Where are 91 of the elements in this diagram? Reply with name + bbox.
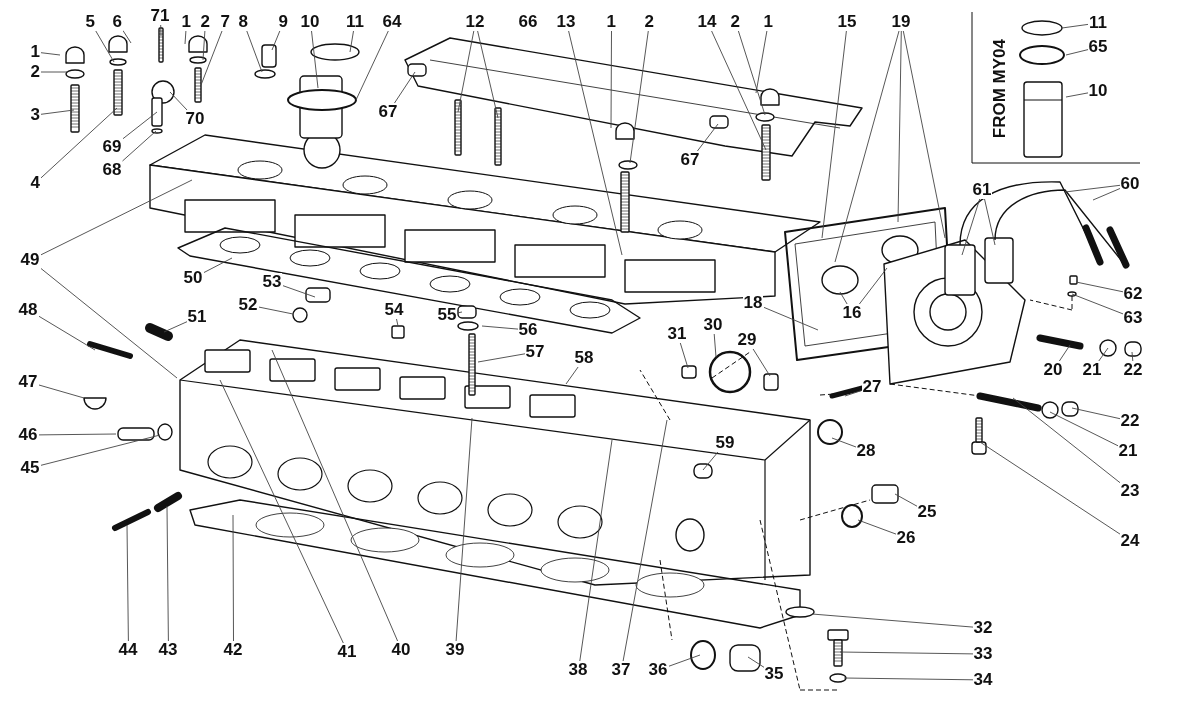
leader-line — [38, 384, 85, 399]
leader-line — [40, 434, 161, 466]
leader-line — [38, 433, 117, 436]
leader-line — [1061, 23, 1089, 29]
leader-line — [282, 285, 316, 298]
leader-line — [477, 30, 499, 119]
leader-line — [579, 439, 613, 662]
leader-line — [232, 514, 234, 642]
leader-line — [857, 519, 897, 535]
leader-line — [752, 348, 771, 377]
leader-line — [711, 30, 767, 151]
leader-line — [843, 677, 974, 681]
leader-line — [95, 30, 115, 63]
callout-number: 61 — [971, 181, 993, 199]
leader-line — [629, 30, 649, 164]
leader-line — [1075, 281, 1124, 293]
leader-line — [457, 30, 475, 113]
leader-line — [839, 651, 974, 655]
callout-number: 6 — [111, 13, 123, 31]
leader-line — [834, 30, 900, 263]
leader-line — [679, 342, 689, 369]
leader-line — [122, 130, 157, 162]
leader-line — [184, 30, 187, 45]
leader-line — [311, 30, 319, 89]
leader-line — [737, 30, 766, 116]
leader-line — [702, 451, 719, 471]
leader-line — [163, 321, 188, 333]
leader-line — [821, 30, 847, 239]
leader-line — [396, 318, 399, 327]
leader-line — [40, 179, 193, 256]
leader-line — [394, 71, 416, 104]
leader-line — [122, 111, 158, 140]
leader-line — [984, 198, 996, 246]
leader-line — [610, 30, 612, 129]
leader-line — [219, 379, 344, 644]
leader-line — [169, 91, 188, 111]
leader-line — [200, 30, 223, 86]
leader-line — [40, 107, 118, 179]
leader-line — [831, 437, 857, 448]
leader-line — [1065, 49, 1089, 56]
leader-line — [747, 656, 765, 668]
leader-line — [457, 311, 463, 314]
leader-line — [565, 366, 579, 385]
leader-line — [202, 30, 206, 61]
leader-line — [477, 353, 526, 363]
leader-line — [668, 654, 701, 667]
leader-line — [894, 493, 918, 507]
leader-line — [696, 123, 719, 152]
leader-line — [40, 52, 61, 56]
leader-line — [166, 505, 169, 642]
leader-line — [1071, 293, 1124, 315]
leader-line — [713, 333, 717, 358]
note-text: FROM MY04 — [990, 38, 1010, 138]
leader-line — [1071, 407, 1121, 420]
leader-line — [246, 30, 263, 73]
leader-line — [38, 315, 96, 351]
leader-line — [126, 524, 129, 642]
leader-line — [1092, 188, 1121, 201]
leader-line — [961, 198, 981, 256]
leader-line — [839, 291, 848, 305]
leader-line — [844, 389, 863, 397]
leader-line — [897, 30, 902, 223]
leader-line — [1098, 347, 1109, 362]
leader-line — [349, 30, 354, 53]
leader-line — [1065, 92, 1089, 98]
leader-line — [902, 30, 946, 239]
leader-line — [271, 30, 281, 51]
leader-line — [40, 71, 69, 73]
leader-line — [858, 267, 888, 305]
leader-line — [755, 30, 768, 94]
leader-line — [203, 257, 233, 273]
leader-line — [455, 417, 473, 642]
leader-line — [481, 325, 519, 330]
leader-line — [568, 30, 623, 256]
leader-line — [1049, 411, 1119, 447]
leader-line — [40, 268, 178, 379]
leader-line — [122, 30, 132, 44]
leader-line — [40, 109, 75, 115]
leader-line — [763, 306, 819, 331]
callout-number: 66 — [518, 13, 538, 31]
leader-line — [160, 24, 162, 37]
leader-line — [1058, 344, 1071, 362]
leader-line — [271, 349, 399, 642]
leader-line — [622, 419, 668, 662]
leader-line — [1064, 184, 1121, 193]
leader-line — [355, 30, 389, 101]
leader-line — [1131, 351, 1134, 362]
leader-line — [258, 306, 294, 315]
leader-line — [979, 441, 1121, 535]
leader-line — [1012, 397, 1121, 484]
leader-line — [811, 613, 974, 628]
